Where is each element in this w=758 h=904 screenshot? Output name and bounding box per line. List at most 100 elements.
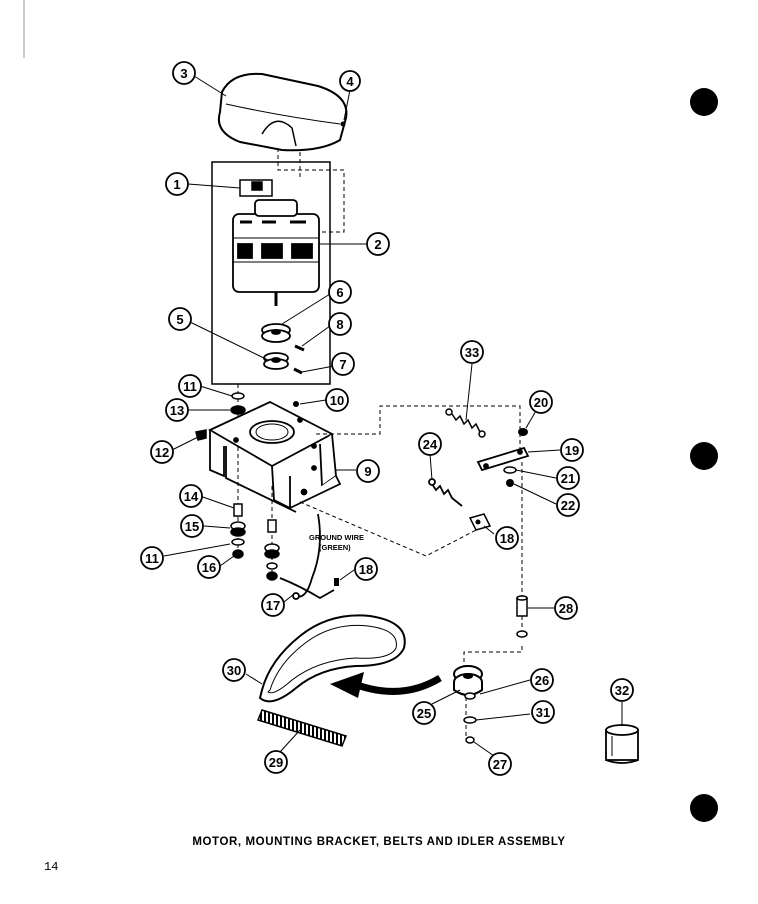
svg-text:8: 8 bbox=[336, 317, 343, 332]
binder-hole-middle bbox=[690, 442, 718, 470]
callout-16: 16 bbox=[197, 555, 221, 579]
motor-pulley bbox=[261, 323, 291, 343]
key bbox=[294, 344, 305, 352]
svg-text:4: 4 bbox=[346, 74, 354, 89]
washer-31 bbox=[463, 716, 477, 724]
svg-text:33: 33 bbox=[465, 345, 479, 360]
svg-text:1: 1 bbox=[173, 177, 180, 192]
callout-28: 28 bbox=[554, 596, 578, 620]
ground-screw bbox=[334, 578, 339, 586]
callout-5: 5 bbox=[168, 307, 192, 331]
svg-text:12: 12 bbox=[155, 445, 169, 460]
svg-text:10: 10 bbox=[330, 393, 344, 408]
callout-4: 4 bbox=[339, 70, 361, 92]
callout-23: 22 bbox=[556, 493, 580, 517]
callout-25: 25 bbox=[412, 701, 436, 725]
svg-text:26: 26 bbox=[535, 673, 549, 688]
svg-text:31: 31 bbox=[536, 705, 550, 720]
callout-18a: 18 bbox=[354, 557, 378, 581]
callout-19: 18 bbox=[495, 526, 519, 550]
svg-text:19: 19 bbox=[565, 443, 579, 458]
motor-cover bbox=[218, 72, 348, 152]
svg-text:5: 5 bbox=[176, 312, 183, 327]
svg-text:3: 3 bbox=[180, 66, 187, 81]
washer-stack-mid bbox=[264, 519, 280, 581]
nut-21 bbox=[518, 428, 528, 436]
idler-arm bbox=[476, 446, 530, 472]
callout-27: 27 bbox=[488, 752, 512, 776]
callout-10: 10 bbox=[325, 388, 349, 412]
capacitor bbox=[605, 724, 639, 764]
callout-26: 26 bbox=[530, 668, 554, 692]
washer-stack-bottom bbox=[230, 503, 246, 559]
binder-hole-bottom bbox=[690, 794, 718, 822]
svg-text:11: 11 bbox=[145, 551, 159, 566]
toothed-belt bbox=[257, 709, 347, 747]
svg-text:32: 32 bbox=[615, 683, 629, 698]
idler-spring bbox=[445, 408, 486, 438]
svg-text:14: 14 bbox=[184, 489, 199, 504]
svg-text:7: 7 bbox=[339, 357, 346, 372]
callout-3: 3 bbox=[172, 61, 196, 85]
svg-text:29: 29 bbox=[269, 755, 283, 770]
idler-pulley bbox=[453, 665, 483, 696]
svg-text:9: 9 bbox=[364, 464, 371, 479]
bracket-screw bbox=[195, 429, 207, 441]
washer-26b bbox=[464, 692, 476, 700]
washer-22 bbox=[503, 466, 517, 474]
callout-21: 20 bbox=[529, 390, 553, 414]
binder-hole-top bbox=[690, 88, 718, 116]
motor-switch bbox=[239, 179, 273, 197]
svg-text:24: 24 bbox=[423, 437, 438, 452]
washer-stack-top bbox=[230, 392, 246, 415]
callout-22: 21 bbox=[556, 466, 580, 490]
callout-30: 30 bbox=[222, 658, 246, 682]
svg-text:2: 2 bbox=[374, 237, 381, 252]
svg-text:22: 22 bbox=[561, 498, 575, 513]
callout-11b: 11 bbox=[140, 546, 164, 570]
washer-26a bbox=[516, 630, 528, 638]
motor bbox=[232, 199, 320, 306]
callout-17: 17 bbox=[261, 593, 285, 617]
callout-12: 12 bbox=[150, 440, 174, 464]
svg-text:17: 17 bbox=[266, 598, 280, 613]
grommet-10 bbox=[293, 401, 299, 407]
idler-spacer bbox=[516, 595, 528, 617]
callout-13: 14 bbox=[179, 484, 203, 508]
callout-1: 1 bbox=[165, 172, 189, 196]
small-pulley bbox=[263, 352, 289, 370]
diagram-title: MOTOR, MOUNTING BRACKET, BELTS AND IDLER… bbox=[192, 836, 566, 848]
ground-wire bbox=[279, 513, 335, 600]
callout-32: 32 bbox=[610, 678, 634, 702]
callout-24: 24 bbox=[418, 432, 442, 456]
ground-wire-label-line2: (GREEN) bbox=[319, 543, 351, 552]
drive-belt bbox=[258, 614, 406, 703]
page-number: 14 bbox=[44, 860, 59, 874]
callout-20: 19 bbox=[560, 438, 584, 462]
motor-group-frame bbox=[211, 161, 331, 385]
svg-text:27: 27 bbox=[493, 757, 507, 772]
callout-9: 9 bbox=[356, 459, 380, 483]
svg-text:15: 15 bbox=[185, 519, 199, 534]
callout-31: 31 bbox=[531, 700, 555, 724]
svg-text:16: 16 bbox=[202, 560, 216, 575]
callout-7: 7 bbox=[331, 352, 355, 376]
idler-rod bbox=[428, 478, 463, 507]
svg-text:20: 20 bbox=[534, 395, 548, 410]
callout-14: 13 bbox=[165, 398, 189, 422]
callout-11a: 11 bbox=[178, 374, 202, 398]
svg-text:18: 18 bbox=[359, 562, 373, 577]
callout-15: 15 bbox=[180, 514, 204, 538]
nut-27 bbox=[465, 736, 475, 744]
ground-wire-label-line1: GROUND WIRE bbox=[309, 533, 364, 542]
svg-text:6: 6 bbox=[336, 285, 343, 300]
callout-8: 8 bbox=[328, 312, 352, 336]
svg-text:21: 21 bbox=[561, 471, 575, 486]
screw-23 bbox=[506, 479, 514, 487]
svg-text:11: 11 bbox=[183, 379, 197, 394]
set-screw bbox=[293, 367, 303, 375]
svg-text:13: 13 bbox=[170, 403, 184, 418]
callout-29: 29 bbox=[264, 750, 288, 774]
callout-33: 33 bbox=[460, 340, 484, 364]
